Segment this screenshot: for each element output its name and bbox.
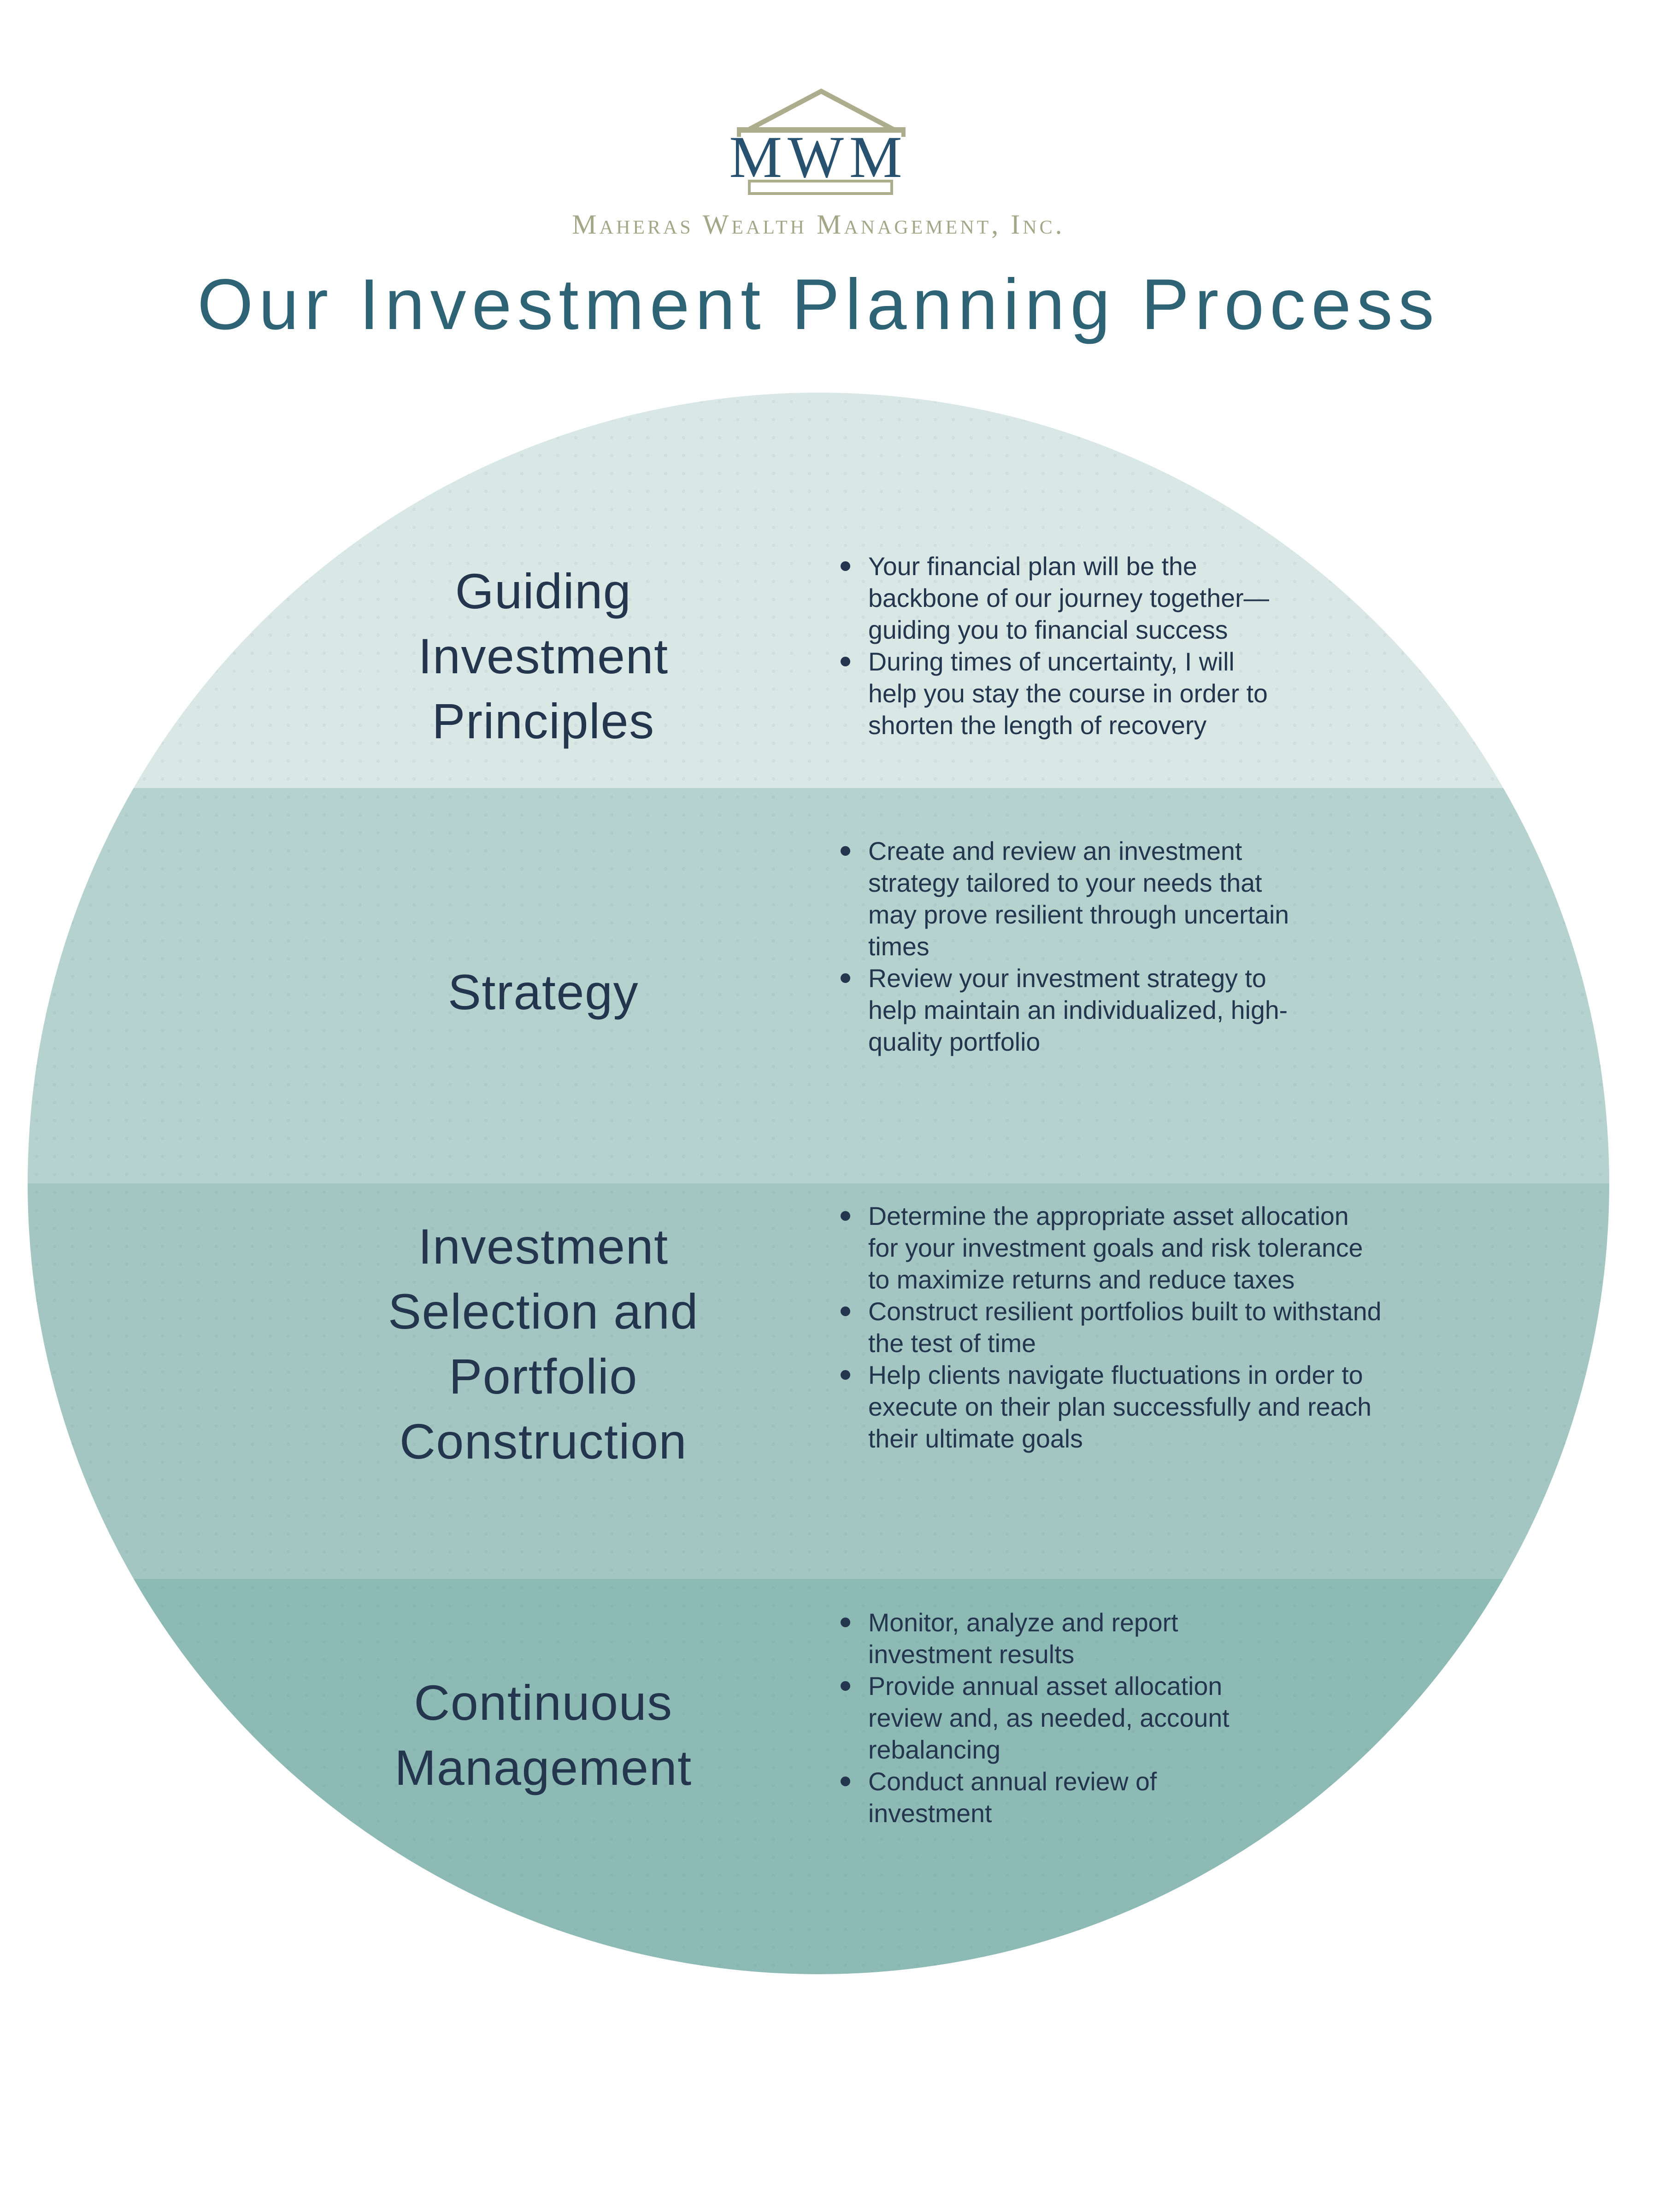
bullet-item: Create and review an investment strategy… <box>830 835 1306 962</box>
band-continuous-management <box>28 1579 1609 1974</box>
heading-line: Strategy <box>447 964 639 1020</box>
heading-line: Construction <box>399 1413 688 1470</box>
heading-line: Guiding <box>455 563 632 619</box>
heading-line: Continuous <box>414 1674 673 1731</box>
pediment-icon <box>737 88 906 137</box>
company-name: Maheras Wealth Management, Inc. <box>572 210 1065 241</box>
process-circle <box>28 393 1609 1974</box>
logo-base-bar <box>748 180 893 195</box>
bullet-item: Review your investment strategy to help … <box>830 962 1306 1058</box>
logo-monogram: MWM <box>729 126 908 191</box>
band-investment-selection <box>28 1183 1609 1579</box>
section-heading: Strategy <box>232 959 854 1024</box>
bullet-item: Conduct annual review of investment <box>830 1765 1244 1829</box>
bullet-item: Construct resilient portfolios built to … <box>830 1295 1382 1359</box>
band-guiding-investment-principles <box>28 393 1609 788</box>
section-bullets: Determine the appropriate asset allocati… <box>830 1200 1382 1454</box>
section-bullets: Monitor, analyze and report investment r… <box>830 1606 1244 1829</box>
heading-line: Principles <box>432 693 655 749</box>
section-bullets: Your financial plan will be the backbone… <box>830 550 1272 741</box>
bullet-item: Determine the appropriate asset allocati… <box>830 1200 1382 1295</box>
bullet-item: Monitor, analyze and report investment r… <box>830 1606 1244 1670</box>
section-bullets: Create and review an investment strategy… <box>830 835 1306 1058</box>
band-strategy <box>28 788 1609 1183</box>
heading-line: Investment <box>418 628 669 684</box>
bullet-item: During times of uncertainty, I will help… <box>830 646 1272 741</box>
page-title: Our Investment Planning Process <box>197 265 1440 346</box>
heading-line: Management <box>394 1739 692 1796</box>
heading-line: Selection and <box>388 1283 699 1340</box>
bullet-item: Help clients navigate fluctuations in or… <box>830 1359 1382 1454</box>
bullet-item: Your financial plan will be the backbone… <box>830 550 1272 646</box>
heading-line: Portfolio <box>449 1348 638 1405</box>
heading-line: Investment <box>418 1218 669 1275</box>
bullet-item: Provide annual asset allocation review a… <box>830 1670 1244 1765</box>
